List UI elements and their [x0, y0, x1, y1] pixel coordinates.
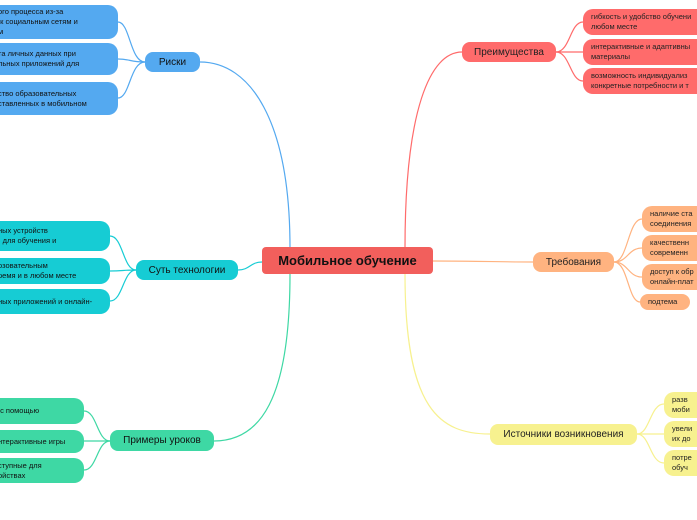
- requirements-item-2[interactable]: качественн современн: [642, 235, 697, 261]
- branch-essence[interactable]: Суть технологии: [136, 260, 238, 280]
- requirements-item-4[interactable]: подтема: [640, 294, 690, 310]
- link-requirements-item1: [613, 218, 643, 263]
- requirements-item-3[interactable]: доступ к обр онлайн-плат: [642, 264, 697, 290]
- link-requirements-item3: [613, 261, 643, 278]
- branch-essence-label: Суть технологии: [148, 264, 226, 276]
- link-examples-item3: [83, 440, 111, 471]
- link-essence-item3: [109, 269, 137, 302]
- link-root-advantages: [404, 51, 463, 249]
- link-requirements-item2: [613, 247, 643, 263]
- essence-item-3[interactable]: ных приложений и онлайн-: [0, 289, 110, 314]
- branch-risks[interactable]: Риски: [145, 52, 200, 72]
- sources-item-1[interactable]: разв моби: [664, 392, 697, 418]
- branch-sources-label: Источники возникновения: [503, 429, 624, 440]
- root-topic[interactable]: Мобильное обучение: [262, 247, 433, 274]
- link-examples-item1: [83, 410, 111, 442]
- essence-item-1[interactable]: ных устройств ) для обучения и: [0, 221, 110, 251]
- branch-requirements-label: Требования: [545, 256, 602, 268]
- examples-item-3[interactable]: ступные для ойствах: [0, 458, 84, 483]
- branch-advantages[interactable]: Преимущества: [462, 42, 556, 62]
- risks-item-2[interactable]: та личных данных при льных приложений дл…: [0, 43, 118, 75]
- link-sources-item3: [636, 433, 665, 464]
- link-sources-item1: [636, 403, 665, 435]
- link-essence-item1: [109, 235, 137, 271]
- link-requirements-item4: [613, 261, 641, 303]
- requirements-item-1[interactable]: наличие ста соединения: [642, 206, 697, 232]
- branch-examples[interactable]: Примеры уроков: [110, 430, 214, 451]
- link-root-sources: [404, 273, 491, 435]
- risks-item-3[interactable]: ство образовательных ставленных в мобиль…: [0, 82, 118, 115]
- link-root-essence: [237, 261, 263, 271]
- sources-item-2[interactable]: увели их до: [664, 421, 697, 447]
- root-label: Мобильное обучение: [278, 253, 417, 268]
- link-advantages-item1: [555, 21, 584, 53]
- link-root-examples: [213, 273, 291, 442]
- branch-risks-label: Риски: [158, 56, 187, 68]
- examples-item-1[interactable]: с помощью: [0, 398, 84, 424]
- examples-item-2[interactable]: нтерактивные игры: [0, 430, 84, 453]
- branch-sources[interactable]: Источники возникновения: [490, 424, 637, 445]
- link-risks-item1: [117, 21, 146, 63]
- link-risks-item3: [117, 61, 146, 99]
- sources-item-3[interactable]: потре обуч: [664, 450, 697, 476]
- link-root-risks: [199, 61, 291, 249]
- branch-examples-label: Примеры уроков: [123, 435, 201, 446]
- link-risks-item2: [117, 58, 146, 63]
- advantages-item-3[interactable]: возможность индивидуализ конкретные потр…: [583, 68, 697, 94]
- link-advantages-item3: [555, 51, 584, 82]
- link-root-requirements: [432, 260, 534, 263]
- advantages-item-1[interactable]: гибкость и удобство обучени любом месте: [583, 9, 697, 35]
- essence-item-2[interactable]: озовательным ремя и в любом месте: [0, 258, 110, 284]
- advantages-item-2[interactable]: интерактивные и адаптивны материалы: [583, 39, 697, 65]
- branch-advantages-label: Преимущества: [474, 46, 544, 58]
- risks-item-1[interactable]: ого процесса из-за к социальным сетям и …: [0, 5, 118, 39]
- branch-requirements[interactable]: Требования: [533, 252, 614, 272]
